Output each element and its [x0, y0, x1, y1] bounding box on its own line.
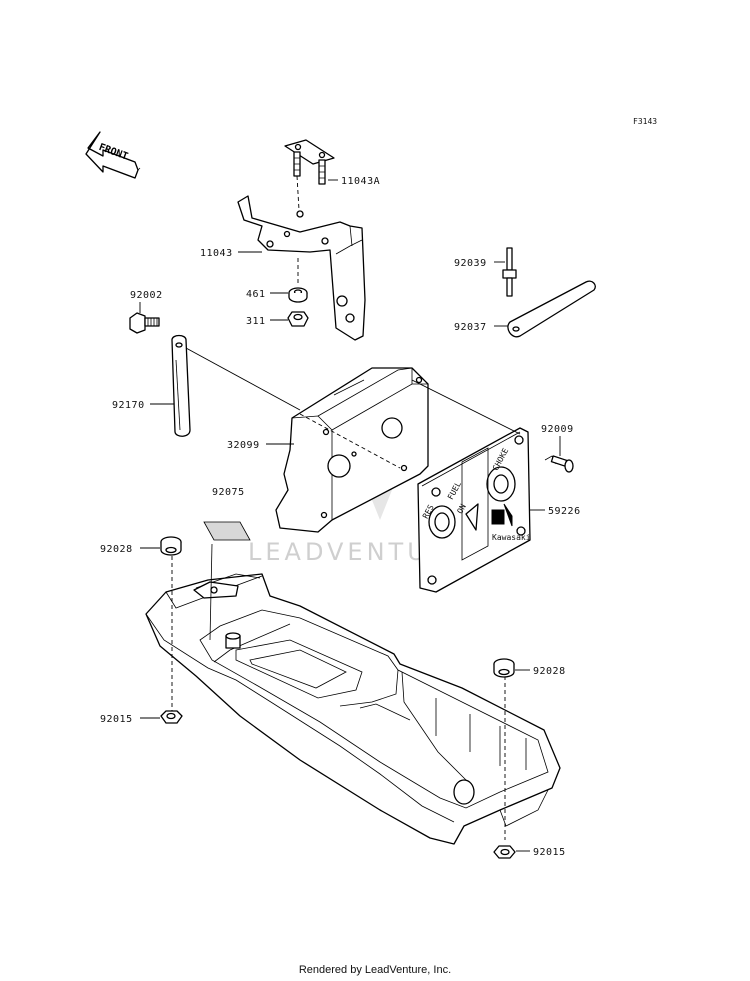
callout-461: 461	[246, 289, 266, 300]
callout-92075: 92075	[212, 487, 245, 498]
callout-92002: 92002	[130, 290, 163, 301]
callout-92009: 92009	[541, 424, 574, 435]
bracket-11043	[237, 195, 366, 341]
callout-11043: 11043	[200, 248, 233, 259]
nut-92015-b	[493, 845, 516, 859]
callout-11043a: 11043A	[341, 176, 380, 187]
pin-92039	[502, 247, 517, 297]
box-32099	[275, 367, 429, 533]
strap-92037	[507, 280, 596, 338]
label-92075	[203, 521, 251, 541]
nut-311	[287, 258, 309, 327]
figure-ref: F3143	[633, 117, 657, 126]
hull	[145, 543, 561, 845]
callout-59226: 59226	[548, 506, 581, 517]
front-arrow-icon: FRONT	[85, 131, 141, 179]
plate-11043a	[284, 139, 335, 211]
panel-59226: RES FUEL ON CHOKE Kawasaki	[411, 379, 531, 593]
dial-label-on: ON	[455, 502, 468, 515]
grommet-92028-b	[493, 658, 515, 678]
footer-credit: Rendered by LeadVenture, Inc.	[298, 964, 452, 976]
callout-92039: 92039	[454, 258, 487, 269]
callout-311: 311	[246, 316, 266, 327]
screw-92009	[544, 455, 574, 473]
washer-461	[288, 287, 308, 303]
callout-92028-a: 92028	[100, 544, 133, 555]
callout-92037: 92037	[454, 322, 487, 333]
callout-92028-b: 92028	[533, 666, 566, 677]
callout-32099: 32099	[227, 440, 260, 451]
callouts: 11043A 11043 461 311 92002 92170 32099 9…	[100, 176, 581, 858]
strap-92170	[171, 334, 301, 437]
callout-92015-b: 92015	[533, 847, 566, 858]
callout-92015-a: 92015	[100, 714, 133, 725]
nut-92015-a	[160, 710, 183, 724]
brand-label: Kawasaki	[492, 533, 531, 542]
callout-92170: 92170	[112, 400, 145, 411]
bolt-92002	[129, 312, 160, 334]
grommet-92028-a	[160, 536, 182, 556]
